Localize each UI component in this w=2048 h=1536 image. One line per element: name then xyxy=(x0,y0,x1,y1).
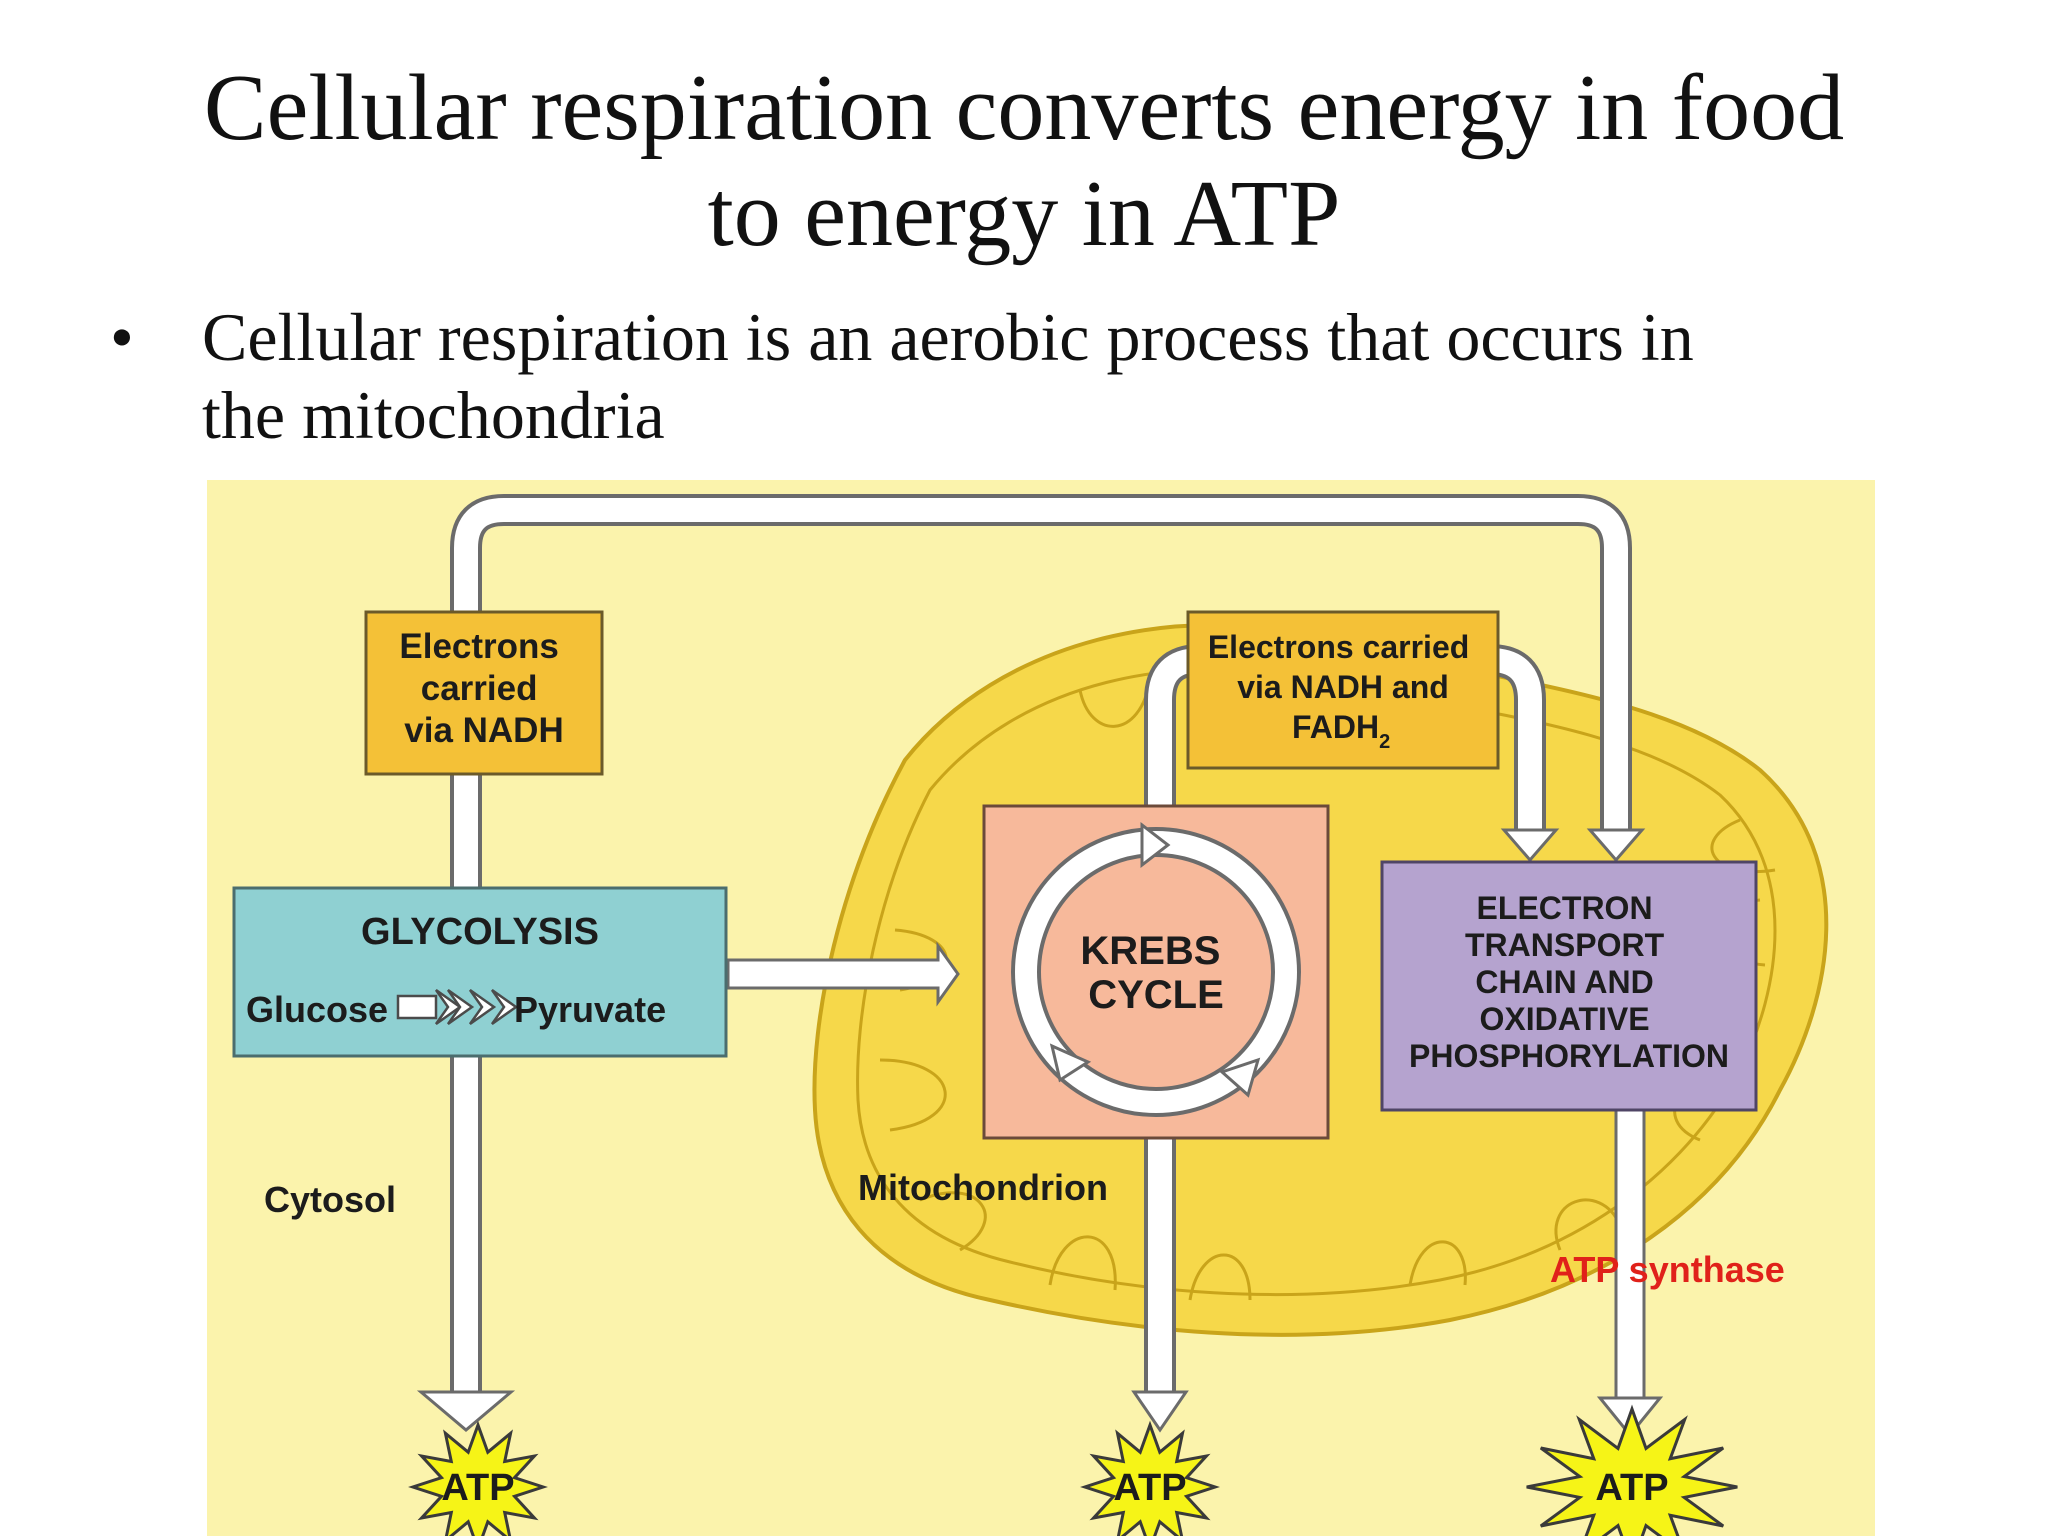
slide-title: Cellular respiration converts energy in … xyxy=(0,55,2048,267)
bullet-text: Cellular respiration is an aerobic proce… xyxy=(202,298,1922,454)
electrons-nadh-fadh-box: Electrons carried via NADH and FADH2 xyxy=(1186,610,1500,770)
glucose-to-pyruvate-arrows xyxy=(396,988,519,1026)
etc-line-2: TRANSPORT xyxy=(1465,927,1665,963)
title-line-2: to energy in ATP xyxy=(707,162,1341,266)
electrons-nadh-line-2: carried xyxy=(421,669,538,708)
atp-burst-krebs: ATP xyxy=(1080,1420,1220,1536)
electrons-nadh-line-3: via NADH xyxy=(404,711,563,750)
bullet-line-1: Cellular respiration is an aerobic proce… xyxy=(202,299,1694,375)
electrons-fadh-line-2: via NADH and xyxy=(1237,669,1449,705)
atp-burst-etc: ATP xyxy=(1526,1404,1738,1536)
etc-line-1: ELECTRON xyxy=(1477,890,1653,926)
svg-text:Electrons carried: Electrons carried via NADH xyxy=(399,627,568,750)
glycolysis-to-atp-arrow xyxy=(416,1390,516,1432)
svg-text:Electrons carried via NA: Electrons carried via NADH and xyxy=(1208,629,1478,705)
nadh-electron-path xyxy=(450,494,1646,1395)
krebs-cycle-box: KREBS CYCLE xyxy=(982,804,1330,1140)
pyruvate-to-krebs-arrow xyxy=(726,941,960,1007)
glycolysis-title: GLYCOLYSIS xyxy=(361,911,599,953)
electrons-nadh-line-1: Electrons xyxy=(399,627,559,666)
glucose-label: Glucose xyxy=(246,989,388,1030)
krebs-line-1: KREBS xyxy=(1080,929,1220,973)
electrons-fadh-line-1: Electrons carried xyxy=(1208,629,1469,665)
etc-line-5: PHOSPHORYLATION xyxy=(1409,1038,1729,1074)
etc-line-3: CHAIN AND xyxy=(1475,964,1653,1000)
svg-text:KREBS CYCLE: KREBS CYCLE xyxy=(1080,929,1231,1017)
svg-text:FADH2: FADH2 xyxy=(1292,709,1390,753)
fadh-subscript: 2 xyxy=(1379,731,1390,753)
electrons-fadh-line-3: FADH xyxy=(1292,709,1379,745)
svg-text:ELECTRON TRANSPORT: ELECTRON TRANSPORT CHAIN AND OXIDATIVE P… xyxy=(1409,890,1729,1074)
atp-burst-glycolysis: ATP xyxy=(408,1420,548,1536)
atp-label-etc: ATP xyxy=(1595,1467,1668,1509)
pyruvate-label: Pyruvate xyxy=(514,989,666,1030)
krebs-line-2: CYCLE xyxy=(1088,973,1224,1017)
atp-label-krebs: ATP xyxy=(1113,1467,1186,1509)
cytosol-label: Cytosol xyxy=(264,1179,396,1220)
bullet-line-2: the mitochondria xyxy=(202,377,665,453)
etc-to-atp-arrow xyxy=(1596,1108,1664,1438)
atp-synthase-label: ATP synthase xyxy=(1550,1249,1785,1290)
mitochondrion-label: Mitochondrion xyxy=(858,1167,1108,1208)
glycolysis-box: GLYCOLYSIS Glucose Pyruvate xyxy=(232,886,728,1058)
bullet-icon: • xyxy=(110,299,134,375)
krebs-cycle-arrowheads xyxy=(1049,821,1261,1098)
etc-box: ELECTRON TRANSPORT CHAIN AND OXIDATIVE P… xyxy=(1380,860,1758,1112)
atp-label-glycolysis: ATP xyxy=(441,1467,514,1509)
electrons-nadh-box: Electrons carried via NADH xyxy=(364,610,604,776)
etc-line-4: OXIDATIVE xyxy=(1480,1001,1650,1037)
title-line-1: Cellular respiration converts energy in … xyxy=(203,56,1845,160)
